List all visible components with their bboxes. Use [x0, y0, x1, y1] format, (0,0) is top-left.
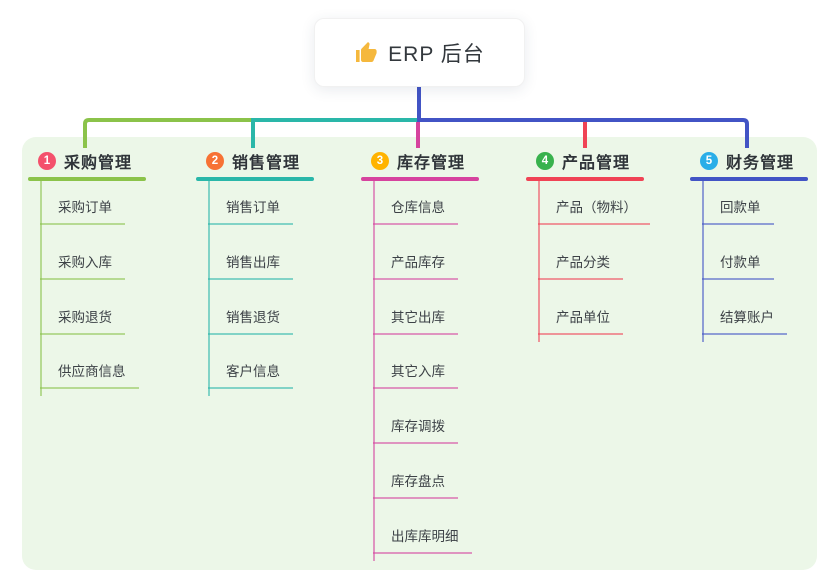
child-node-回款单[interactable]: 回款单 — [702, 196, 774, 225]
branch-underline — [690, 177, 808, 181]
children-connector-line — [538, 180, 540, 342]
branch-number-badge: 4 — [536, 152, 554, 170]
child-node-客户信息[interactable]: 客户信息 — [208, 360, 293, 390]
branch-node-采购管理[interactable]: 1 采购管理 — [28, 148, 132, 174]
child-node-产品（物料）[interactable]: 产品（物料） — [538, 196, 650, 225]
child-node-采购入库[interactable]: 采购入库 — [40, 251, 125, 280]
branch-underline — [28, 177, 146, 181]
branch-title: 财务管理 — [726, 155, 795, 172]
child-node-销售订单[interactable]: 销售订单 — [208, 196, 293, 225]
children-connector-line — [702, 180, 704, 342]
branch-number-badge: 2 — [206, 152, 224, 170]
branch-node-库存管理[interactable]: 3 库存管理 — [361, 148, 465, 174]
branch-title: 采购管理 — [64, 155, 133, 172]
branch-title: 库存管理 — [397, 155, 466, 172]
branch-title: 产品管理 — [562, 155, 631, 172]
branch-underline — [361, 177, 479, 181]
child-node-付款单[interactable]: 付款单 — [702, 251, 774, 280]
child-node-产品单位[interactable]: 产品单位 — [538, 306, 623, 335]
branch-underline — [196, 177, 314, 181]
branch-number-badge: 1 — [38, 152, 56, 170]
branch-title: 销售管理 — [232, 155, 301, 172]
root-node-erp[interactable]: ERP 后台 — [314, 18, 525, 87]
children-connector-line — [40, 180, 42, 397]
child-node-出库库明细[interactable]: 出库库明细 — [373, 525, 472, 554]
child-node-其它入库[interactable]: 其它入库 — [373, 360, 458, 390]
branch-number-badge: 3 — [371, 152, 389, 170]
branch-node-产品管理[interactable]: 4 产品管理 — [526, 148, 630, 174]
branch-node-销售管理[interactable]: 2 销售管理 — [196, 148, 300, 174]
child-node-销售出库[interactable]: 销售出库 — [208, 251, 293, 280]
child-node-库存调拨[interactable]: 库存调拨 — [373, 415, 458, 445]
branch-underline — [526, 177, 644, 181]
child-node-产品库存[interactable]: 产品库存 — [373, 251, 458, 280]
branch-number-badge: 5 — [700, 152, 718, 170]
child-node-库存盘点[interactable]: 库存盘点 — [373, 470, 458, 499]
thumbs-up-icon — [354, 41, 378, 65]
child-node-供应商信息[interactable]: 供应商信息 — [40, 360, 139, 390]
child-node-其它出库[interactable]: 其它出库 — [373, 306, 458, 335]
children-connector-line — [208, 180, 210, 397]
child-node-销售退货[interactable]: 销售退货 — [208, 306, 293, 335]
child-node-采购退货[interactable]: 采购退货 — [40, 306, 125, 335]
child-node-仓库信息[interactable]: 仓库信息 — [373, 196, 458, 225]
child-node-结算账户[interactable]: 结算账户 — [702, 306, 787, 335]
children-connector-line — [373, 180, 375, 561]
child-node-采购订单[interactable]: 采购订单 — [40, 196, 125, 225]
root-node-title: ERP 后台 — [388, 42, 485, 66]
child-node-产品分类[interactable]: 产品分类 — [538, 251, 623, 280]
branch-node-财务管理[interactable]: 5 财务管理 — [690, 148, 794, 174]
